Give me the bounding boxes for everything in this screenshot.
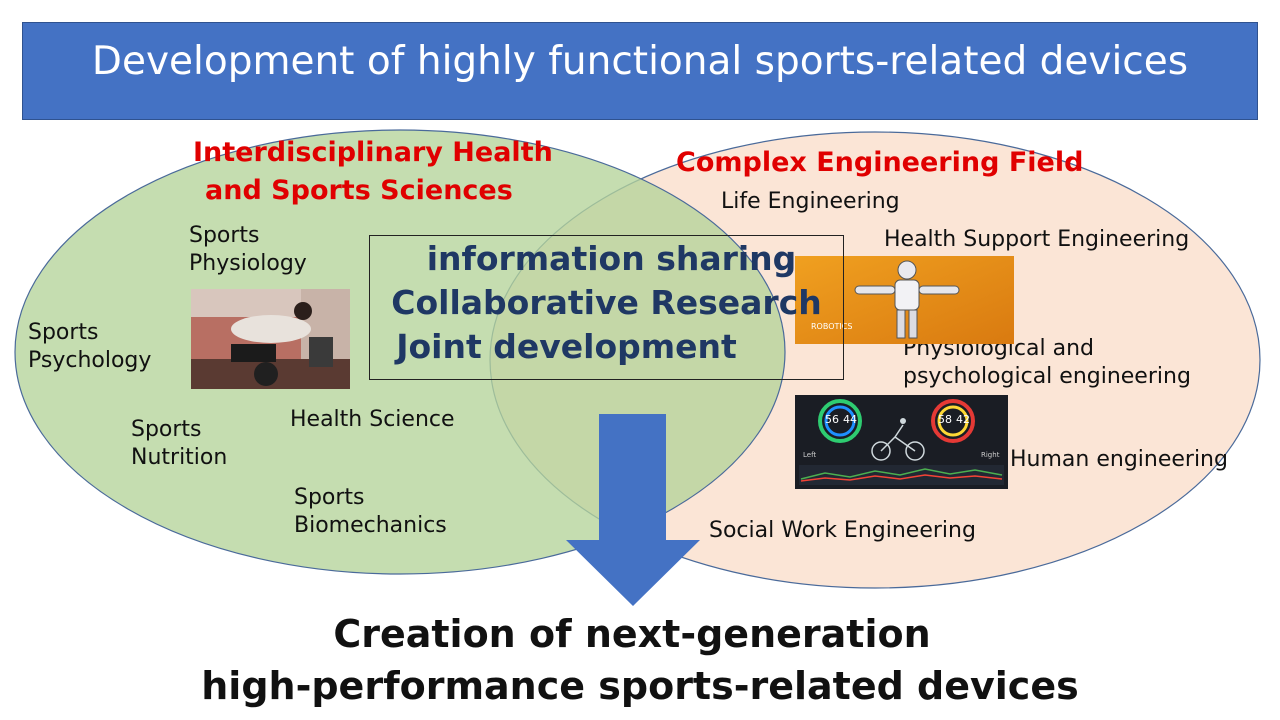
dashboard-left-label: Left — [803, 451, 817, 459]
dashboard-illustration — [799, 399, 1004, 485]
title-bar: Development of highly functional sports-… — [22, 22, 1258, 120]
human-engineering-label: Human engineering — [1010, 447, 1228, 472]
cycling-dashboard-image: 56 44 58 42 Left Right — [795, 395, 1008, 489]
overlap-line-collaborative-research: Collaborative Research — [391, 283, 822, 322]
robotics-caption: ROBOTICS — [811, 322, 853, 331]
health-support-engineering-label: Health Support Engineering — [884, 227, 1190, 252]
result-line-2: high-performance sports-related devices — [201, 664, 1079, 708]
sports-nutrition-label: Sports Nutrition — [131, 417, 228, 470]
sports-psychology-label: Sports Psychology — [28, 320, 152, 373]
overlap-text: information sharing Collaborative Resear… — [369, 237, 844, 369]
sports-biomechanics-label: Sports Biomechanics — [294, 485, 447, 538]
right-reading-1: 58 — [938, 413, 952, 426]
left-ellipse — [14, 129, 786, 575]
overlap-box — [369, 235, 844, 380]
left-reading-2: 44 — [843, 413, 857, 426]
overlap-line-joint-development: Joint development — [396, 327, 737, 366]
sports-physiology-label: Sports Physiology — [189, 223, 307, 276]
result-line-1: Creation of next-generation — [333, 612, 931, 656]
down-arrow-icon — [566, 414, 700, 606]
social-work-engineering-label: Social Work Engineering — [709, 518, 976, 543]
overlap-line-information-sharing: information sharing — [426, 239, 797, 278]
dashboard-right-label: Right — [981, 451, 1000, 459]
left-field-title: Interdisciplinary Health and Sports Scie… — [193, 137, 553, 206]
health-science-label: Health Science — [290, 407, 455, 432]
cycling-test-photo — [191, 289, 350, 389]
right-reading-2: 42 — [956, 413, 970, 426]
left-reading-1: 56 — [825, 413, 839, 426]
robotics-image: ROBOTICS — [795, 256, 1014, 344]
life-engineering-label: Life Engineering — [721, 189, 900, 214]
cycling-photo-illustration — [191, 289, 350, 389]
page-title: Development of highly functional sports-… — [91, 39, 1189, 84]
right-field-title: Complex Engineering Field — [676, 147, 1084, 178]
robot-illustration — [795, 256, 1014, 344]
